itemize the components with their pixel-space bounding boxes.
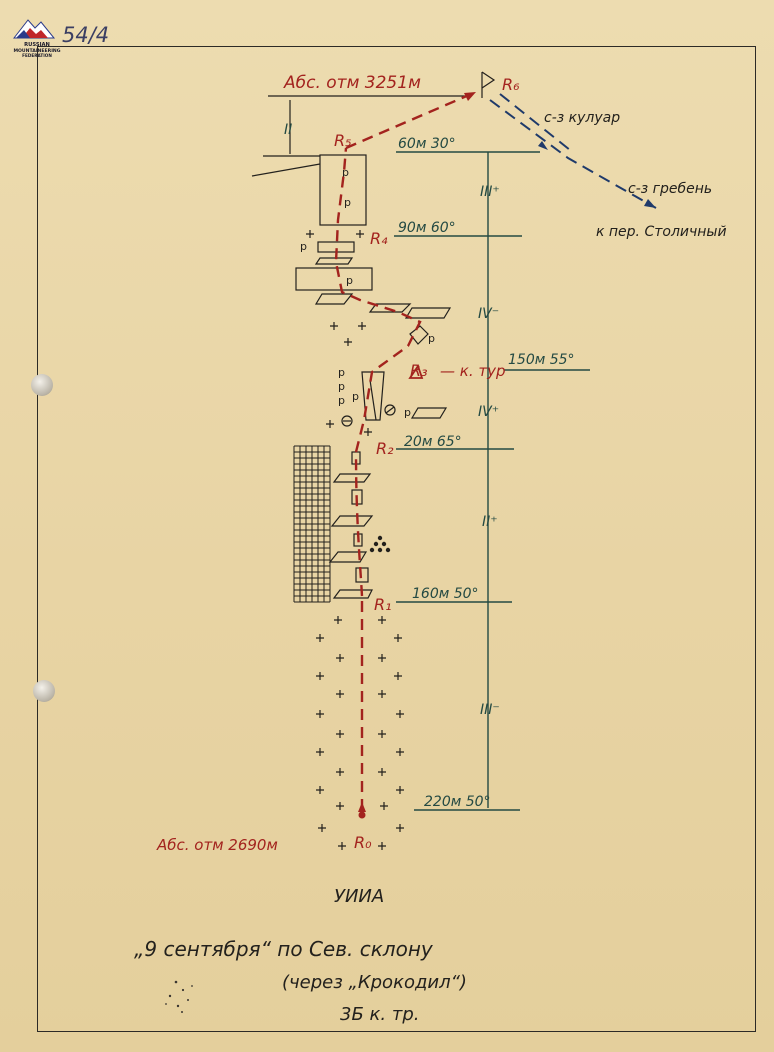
piton-mark: p (404, 406, 411, 419)
logo-line2: MOUNTAINEERING (13, 48, 60, 54)
logo-line3: FEDERATION (22, 53, 52, 58)
piton-mark: p (344, 196, 351, 209)
section-length: 220м 50° (424, 794, 491, 810)
point-r1: R₁ (374, 595, 392, 614)
caption-via: (через „Крокодил“) (282, 972, 467, 993)
point-r3: R₃ (410, 361, 428, 380)
section-grade: III⁺ (480, 184, 500, 200)
section-length: 90м 60° (398, 220, 456, 236)
caption-route: „9 сентября“ по Сев. склону (134, 937, 434, 961)
caption-title: УИИА (334, 886, 384, 907)
page-number: 54/4 (62, 23, 109, 47)
direction-couloir: с-з кулуар (544, 110, 620, 126)
piton-mark: p (428, 332, 435, 345)
piton-mark: p (352, 390, 359, 403)
piton-mark: p (346, 274, 353, 287)
point-r5: R₅ (334, 131, 352, 150)
piton-mark: p (342, 166, 349, 179)
caption-grade: 3Б к. тр. (340, 1004, 419, 1025)
route-arrows (358, 92, 476, 819)
logo-line1: RUSSIAN (24, 42, 50, 48)
point-r2: R₂ (376, 439, 394, 458)
section-length: 150м 55° (508, 352, 575, 368)
ink-smudge (165, 980, 193, 1013)
federation-logo: RUSSIAN MOUNTAINEERING FEDERATION (12, 19, 61, 58)
section-grade: IV⁻ (478, 306, 499, 322)
section-length: 20м 65° (404, 434, 462, 450)
direction-pass: к пер. Столичный (596, 224, 727, 240)
piton-mark: p (338, 380, 345, 393)
binder-hole (33, 680, 55, 702)
piton-mark: p (338, 366, 345, 379)
descent-arrows (538, 141, 656, 208)
altitude-bottom: Абс. отм 2690м (156, 836, 278, 854)
piton-mark: p (338, 394, 345, 407)
hatched-wall (293, 445, 331, 603)
section-grades: II III⁺ IV⁻ IV⁺ II⁺ III⁻ (284, 122, 500, 718)
section-scale (394, 151, 590, 811)
section-length: 160м 50° (412, 586, 479, 602)
piton-mark: p (300, 240, 307, 253)
point-r0: R₀ (354, 833, 372, 852)
point-r4: R₄ (370, 229, 388, 248)
descent-line (489, 93, 657, 209)
section-grade: III⁻ (480, 702, 500, 718)
section-grade: IV⁺ (478, 404, 499, 420)
altitude-top: Абс. отм 3251м (283, 73, 421, 93)
terrain-symbols (251, 71, 496, 599)
section-grade: II⁺ (482, 514, 498, 530)
section-length: 60м 30° (398, 136, 456, 152)
section-grade: II (284, 122, 292, 138)
point-r6: R₆ (502, 75, 520, 94)
section-lengths: 60м 30° 90м 60° 150м 55° 20м 65° 160м 50… (398, 136, 575, 810)
scree-marks (306, 230, 404, 850)
page-frame (37, 46, 756, 1032)
route-line (334, 90, 477, 810)
direction-ridge: с-з гребень (628, 181, 712, 197)
binder-hole (31, 374, 53, 396)
cairn-label: — к. тур (440, 362, 506, 380)
